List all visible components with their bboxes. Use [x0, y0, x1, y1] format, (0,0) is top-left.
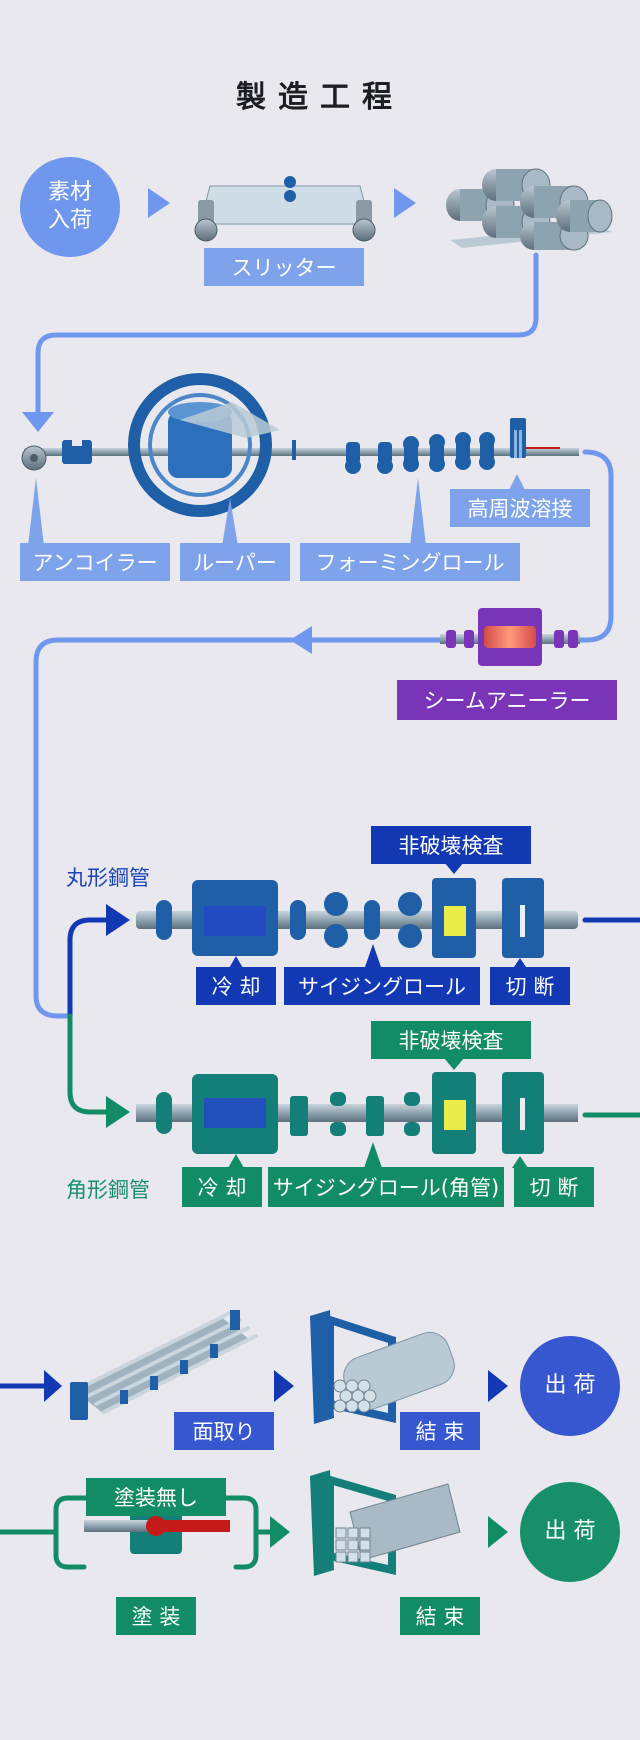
- flow-line-paint-branch: [53, 1495, 273, 1570]
- slitter-label: スリッター: [204, 248, 364, 286]
- flow-line-square: [67, 1013, 111, 1115]
- forming-roll-label: フォーミングロール: [300, 543, 520, 581]
- chamfering-label: 面取り: [174, 1412, 274, 1450]
- coils-group: [446, 168, 613, 251]
- round-cutting-label: 切 断: [490, 967, 570, 1005]
- painting-label: 塗 装: [116, 1597, 196, 1635]
- arrow-round-to-chamfer: [44, 1370, 62, 1402]
- hf-welding-label: 高周波溶接: [450, 489, 590, 527]
- round-pipe-title: 丸形鋼管: [66, 866, 150, 890]
- seam-annealer-label: シームアニーラー: [397, 680, 617, 720]
- square-shipping-node: 出 荷: [520, 1482, 620, 1582]
- arrow-bundle-to-ship: [488, 1370, 508, 1402]
- arrow-paint-to-bundle: [270, 1516, 290, 1548]
- no-painting-label: 塗装無し: [86, 1478, 226, 1516]
- square-bundling-label: 結 束: [400, 1597, 480, 1635]
- forming-line: [21, 373, 579, 517]
- arrow-to-uncoiler: [22, 412, 54, 432]
- round-cooling-label: 冷 却: [196, 967, 276, 1005]
- round-bundling-machine: [310, 1310, 455, 1424]
- chamfering-machine: [70, 1310, 258, 1420]
- round-bundling-label: 結 束: [400, 1412, 480, 1450]
- arrow-leftward: [290, 626, 312, 654]
- arrow-chamfer-to-bundle: [274, 1370, 294, 1402]
- square-pipe-line: [136, 1072, 578, 1154]
- arrows: [22, 188, 508, 1548]
- square-pipe-title: 角形鋼管: [66, 1178, 150, 1202]
- slitter-machine: [194, 176, 376, 242]
- square-bundling-machine: [310, 1470, 461, 1576]
- arrow-receipt-to-slitter: [148, 188, 170, 218]
- uncoiler-label: アンコイラー: [20, 543, 170, 581]
- material-receipt-node: 素材 入荷: [20, 157, 120, 257]
- page-title: 製造工程: [236, 80, 404, 115]
- flow-line-to-branch: [33, 637, 446, 1019]
- round-shipping-node: 出 荷: [520, 1336, 620, 1436]
- arrow-round-entry: [106, 904, 130, 936]
- flow-line-to-annealer: [562, 449, 614, 643]
- square-inspection-label: 非破壊検査: [371, 1021, 531, 1059]
- square-cutting-label: 切 断: [514, 1167, 594, 1207]
- square-cooling-label: 冷 却: [182, 1167, 262, 1207]
- annealer-machine: [440, 608, 580, 666]
- looper-label: ルーパー: [180, 543, 290, 581]
- flow-lines: [0, 252, 640, 1570]
- round-pipe-line: [136, 878, 578, 958]
- flow-line-round: [67, 917, 111, 1019]
- round-inspection-label: 非破壊検査: [371, 826, 531, 864]
- arrow-sq-bundle-to-ship: [488, 1516, 508, 1548]
- square-sizing-roll-label: サイジングロール(角管): [268, 1167, 504, 1207]
- round-sizing-roll-label: サイジングロール: [284, 967, 480, 1005]
- flow-line-to-uncoiler: [35, 252, 539, 415]
- arrow-slitter-to-coils: [394, 188, 416, 218]
- arrow-square-entry: [106, 1096, 130, 1128]
